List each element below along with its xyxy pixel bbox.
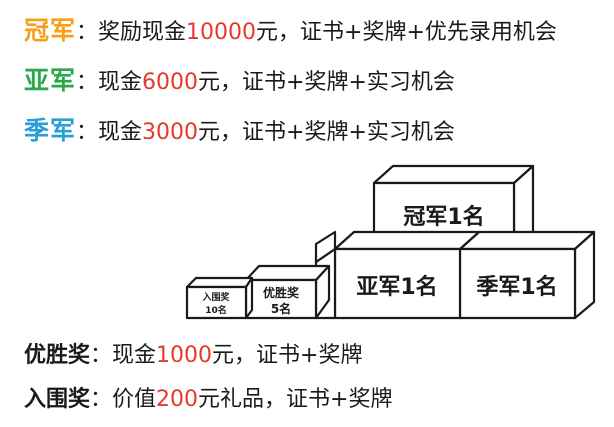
third-prefix: 现金 [98, 120, 143, 145]
champion-box-label: 冠军1名 [403, 204, 484, 230]
finalist-suffix: 元礼品，证书+奖牌 [198, 387, 393, 412]
runner-up-box-label: 亚军1名 [356, 274, 437, 300]
finalist-tag: 入围奖 [24, 387, 91, 412]
third-box-label: 季军1名 [476, 274, 557, 300]
podium-runner-up-block [333, 230, 481, 320]
finalist-amount: 200 [156, 387, 199, 412]
excellence-box-line1: 优胜奖 [263, 285, 300, 300]
runner-up-suffix: 元，证书+奖牌+实习机会 [198, 70, 455, 95]
prize-line-champion: 冠军：奖励现金10000元，证书+奖牌+优先录用机会 [24, 16, 557, 48]
runner-up-amount: 6000 [142, 70, 199, 95]
finalist-prefix: 价值 [112, 387, 157, 412]
finalist-colon: ： [90, 387, 113, 412]
excellence-amount: 1000 [156, 343, 213, 368]
excellence-tag: 优胜奖 [24, 343, 91, 368]
excellence-colon: ： [90, 343, 113, 368]
excellence-prefix: 现金 [112, 343, 157, 368]
third-suffix: 元，证书+奖牌+实习机会 [198, 120, 455, 145]
prize-line-finalist: 入围奖：价值200元礼品，证书+奖牌 [24, 385, 392, 415]
finalist-box-line2: 10名 [205, 304, 227, 316]
podium-excellence-block [244, 264, 331, 320]
prize-line-runner-up: 亚军：现金6000元，证书+奖牌+实习机会 [24, 66, 455, 98]
champion-colon: ： [76, 20, 99, 45]
excellence-box-line2: 5名 [271, 301, 291, 316]
prize-line-third: 季军：现金3000元，证书+奖牌+实习机会 [24, 116, 455, 148]
excellence-suffix: 元，证书+奖牌 [212, 343, 363, 368]
finalist-box-line1: 入围奖 [201, 291, 230, 303]
champion-suffix: 元，证书+奖牌+优先录用机会 [256, 20, 557, 45]
runner-up-prefix: 现金 [98, 70, 143, 95]
prize-line-excellence: 优胜奖：现金1000元，证书+奖牌 [24, 341, 362, 371]
champion-tag: 冠军 [24, 16, 77, 45]
runner-up-colon: ： [76, 70, 99, 95]
podium-third-block [458, 230, 596, 320]
third-amount: 3000 [142, 120, 199, 145]
champion-amount: 10000 [186, 20, 257, 45]
runner-up-tag: 亚军 [24, 66, 77, 95]
third-colon: ： [76, 120, 99, 145]
champion-prefix: 奖励现金 [98, 20, 187, 45]
podium-finalist-block [185, 276, 254, 320]
third-tag: 季军 [24, 116, 77, 145]
